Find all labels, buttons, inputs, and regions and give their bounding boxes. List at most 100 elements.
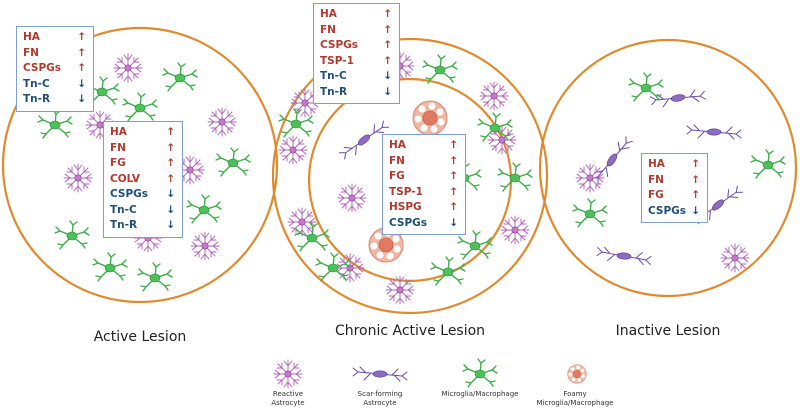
marker-name: CSPGs bbox=[23, 62, 62, 74]
up-arrow-icon: ↑ bbox=[166, 141, 175, 154]
up-arrow-icon: ↑ bbox=[383, 54, 392, 67]
active-lesion-circle bbox=[1, 26, 279, 304]
legend-scar-astrocyte-label: Scar-forming Astrocyte bbox=[357, 390, 403, 407]
marker-name: CSPGs bbox=[648, 204, 687, 217]
up-arrow-icon: ↑ bbox=[383, 23, 392, 36]
marker-name: FG bbox=[389, 170, 405, 182]
marker-row: HA ↑ bbox=[23, 30, 87, 46]
down-arrow-icon: ↓ bbox=[77, 93, 86, 105]
up-arrow-icon: ↑ bbox=[449, 170, 458, 182]
marker-name: TSP-1 bbox=[320, 54, 354, 67]
marker-row: Tn-C ↓ bbox=[320, 69, 393, 85]
marker-name: CSPGs bbox=[320, 39, 359, 51]
marker-row: FG ↑ bbox=[389, 169, 459, 185]
marker-name: Tn-C bbox=[23, 77, 50, 90]
up-arrow-icon: ↑ bbox=[449, 185, 458, 198]
marker-name: HA bbox=[110, 126, 127, 138]
down-arrow-icon: ↓ bbox=[383, 70, 392, 82]
marker-name: FN bbox=[110, 141, 126, 154]
marker-name: FN bbox=[320, 23, 336, 36]
marker-name: Tn-C bbox=[110, 203, 137, 216]
marker-name: COLV bbox=[110, 172, 141, 185]
up-arrow-icon: ↑ bbox=[77, 62, 86, 74]
marker-name: Tn-C bbox=[320, 70, 347, 82]
marker-name: HA bbox=[389, 139, 406, 151]
down-arrow-icon: ↓ bbox=[77, 77, 86, 90]
legend-foamy-microglia-label: Foamy Microglia/Macrophage bbox=[536, 390, 614, 407]
down-arrow-icon: ↓ bbox=[383, 85, 392, 98]
inactive-marker-box: HA↑FN↑FG↑CSPGs↓ bbox=[641, 153, 708, 223]
legend-scar-astrocyte-icon bbox=[352, 366, 408, 382]
marker-name: HSPG bbox=[389, 201, 422, 213]
up-arrow-icon: ↑ bbox=[691, 189, 700, 201]
marker-row: CSPGs ↑ bbox=[320, 38, 393, 54]
legend-reactive-astrocyte-label: Reactive Astrocyte bbox=[271, 390, 305, 407]
marker-row: FG ↑ bbox=[648, 188, 701, 204]
down-arrow-icon: ↓ bbox=[166, 188, 175, 200]
active-outer-marker-box: HA ↑ FN ↑ CSPGs ↑ Tn-C ↓ Tn-R ↓ bbox=[16, 26, 94, 112]
marker-name: TSP-1 bbox=[389, 185, 423, 198]
inactive-lesion-circle bbox=[538, 38, 798, 298]
up-arrow-icon: ↑ bbox=[77, 31, 86, 43]
marker-row: HA ↑ bbox=[389, 138, 459, 154]
marker-row: Tn-C ↓ bbox=[110, 203, 176, 219]
marker-name: CSPGs bbox=[110, 188, 149, 200]
marker-row: FN ↑ bbox=[389, 154, 459, 170]
marker-name: FN bbox=[648, 173, 664, 186]
marker-row: COLV ↑ bbox=[110, 172, 176, 188]
marker-row: FN↑ bbox=[648, 173, 701, 189]
marker-name: HA bbox=[648, 158, 665, 170]
active-inner-marker-box: HA ↑ FN ↑ FG ↑ COLV ↑ CSPGs ↓ Tn-C ↓ Tn-R ↓ bbox=[103, 121, 183, 238]
legend-foamy-microglia-icon bbox=[567, 364, 587, 384]
marker-row: FN ↑ bbox=[23, 46, 87, 62]
marker-row: CSPGs ↑ bbox=[23, 61, 87, 77]
marker-name: FN bbox=[23, 46, 39, 59]
down-arrow-icon: ↓ bbox=[449, 216, 458, 229]
chronic-lesion-outer-circle bbox=[271, 37, 549, 315]
marker-row: Tn-R ↓ bbox=[110, 218, 176, 234]
up-arrow-icon: ↑ bbox=[449, 139, 458, 151]
marker-row: HA ↑ bbox=[648, 157, 701, 173]
legend-microglia-icon bbox=[462, 358, 498, 388]
up-arrow-icon: ↑ bbox=[77, 46, 86, 59]
marker-row: FN ↑ bbox=[110, 141, 176, 157]
legend-reactive-astrocyte-icon bbox=[273, 359, 303, 389]
chronic-inner-marker-box: HA ↑ FN ↑ FG ↑ TSP-1 ↑ HSPG ↑ CSPGs ↓ bbox=[382, 134, 466, 235]
active-lesion-title: Active Lesion bbox=[93, 329, 187, 345]
marker-row: HA ↑ bbox=[320, 7, 393, 23]
marker-name: Tn-R bbox=[110, 219, 138, 231]
marker-name: Tn-R bbox=[23, 93, 51, 105]
marker-row: TSP-1 ↑ bbox=[389, 185, 459, 201]
marker-name: FG bbox=[648, 189, 664, 201]
marker-name: FG bbox=[110, 157, 126, 169]
marker-name: Tn-R bbox=[320, 85, 348, 98]
up-arrow-icon: ↑ bbox=[449, 154, 458, 167]
up-arrow-icon: ↑ bbox=[449, 201, 458, 213]
marker-row: Tn-C ↓ bbox=[23, 77, 87, 93]
marker-row: CSPGs ↓ bbox=[389, 216, 459, 232]
marker-row: FN ↑ bbox=[320, 23, 393, 39]
marker-name: CSPGs bbox=[389, 216, 428, 229]
chronic-outer-marker-box: HA ↑ FN ↑ CSPGs ↑ TSP-1 ↑ Tn-C ↓ Tn-R ↓ bbox=[313, 3, 400, 104]
up-arrow-icon: ↑ bbox=[166, 172, 175, 185]
marker-name: FN bbox=[389, 154, 405, 167]
marker-name: HA bbox=[23, 31, 40, 43]
up-arrow-icon: ↑ bbox=[166, 126, 175, 138]
marker-row: CSPGs ↓ bbox=[110, 187, 176, 203]
marker-row: CSPGs ↓ bbox=[648, 204, 701, 220]
down-arrow-icon: ↓ bbox=[166, 219, 175, 231]
down-arrow-icon: ↓ bbox=[691, 204, 700, 217]
marker-row: Tn-R ↓ bbox=[320, 85, 393, 101]
down-arrow-icon: ↓ bbox=[166, 203, 175, 216]
up-arrow-icon: ↑ bbox=[383, 39, 392, 51]
inactive-lesion-title: Inactive Lesion bbox=[615, 323, 721, 339]
marker-name: HA bbox=[320, 8, 337, 20]
marker-row: TSP-1 ↑ bbox=[320, 54, 393, 70]
up-arrow-icon: ↑ bbox=[691, 158, 700, 170]
chronic-lesion-title: Chronic Active Lesion bbox=[334, 323, 486, 339]
up-arrow-icon: ↑ bbox=[166, 157, 175, 169]
marker-row: HSPG ↑ bbox=[389, 200, 459, 216]
up-arrow-icon: ↑ bbox=[383, 8, 392, 20]
